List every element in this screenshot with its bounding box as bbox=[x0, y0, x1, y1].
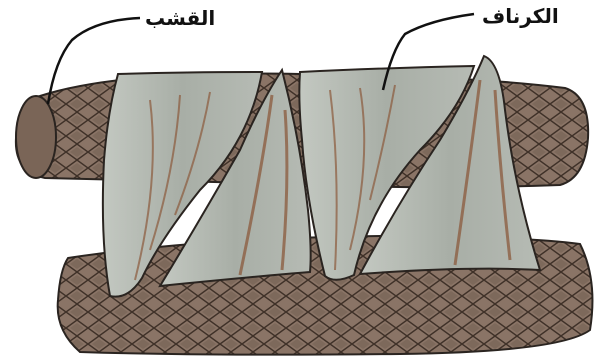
husk-label: القشب bbox=[145, 6, 215, 30]
upper-husk-end bbox=[16, 96, 56, 178]
karnaf-label: الكرناف bbox=[482, 4, 559, 28]
